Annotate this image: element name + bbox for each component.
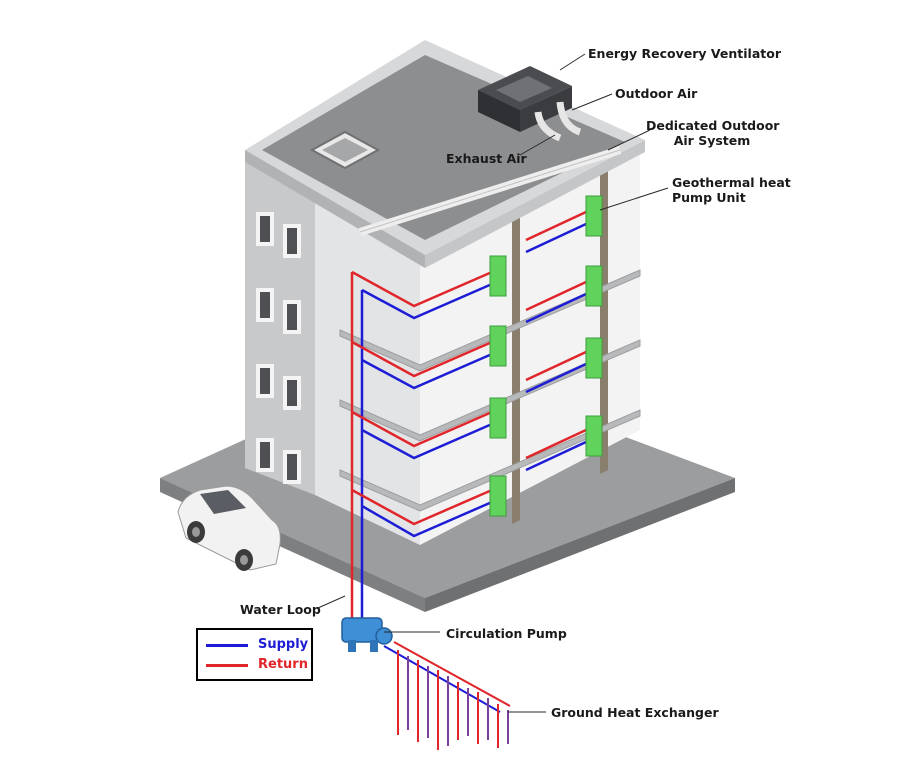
label-ghp-line2: Pump Unit xyxy=(672,190,746,205)
legend: Supply Return xyxy=(196,628,313,681)
building-roof xyxy=(245,40,645,268)
label-dedicated-outdoor-air-system: Dedicated Outdoor Air System xyxy=(646,118,780,148)
label-exhaust-air: Exhaust Air xyxy=(446,151,527,166)
label-circulation-pump: Circulation Pump xyxy=(446,626,567,641)
label-doas-line2: Air System xyxy=(673,133,751,148)
building-front-wall xyxy=(315,150,641,545)
label-outdoor-air: Outdoor Air xyxy=(615,86,698,101)
leader-lines xyxy=(317,53,669,713)
legend-swatch-supply xyxy=(206,644,248,647)
legend-item-supply: Supply xyxy=(206,637,309,653)
label-energy-recovery-ventilator: Energy Recovery Ventilator xyxy=(588,46,781,61)
legend-label-return: Return xyxy=(258,657,308,672)
label-water-loop: Water Loop xyxy=(240,602,321,617)
building-left-wall xyxy=(245,150,315,495)
label-ghp-line1: Geothermal heat xyxy=(672,175,791,190)
label-geothermal-heat-pump-unit: Geothermal heat Pump Unit xyxy=(672,175,791,205)
ground-heat-exchanger-loops xyxy=(383,641,511,750)
geothermal-heat-pump-units xyxy=(489,195,603,517)
label-ground-heat-exchanger: Ground Heat Exchanger xyxy=(551,705,719,720)
label-doas-line1: Dedicated Outdoor xyxy=(646,118,780,133)
supply-return-risers xyxy=(350,210,587,625)
energy-recovery-ventilator-unit xyxy=(478,66,582,142)
legend-item-return: Return xyxy=(206,657,308,673)
legend-swatch-return xyxy=(206,664,248,667)
circulation-pump xyxy=(341,617,393,652)
legend-label-supply: Supply xyxy=(258,637,309,652)
parked-car xyxy=(177,485,281,571)
